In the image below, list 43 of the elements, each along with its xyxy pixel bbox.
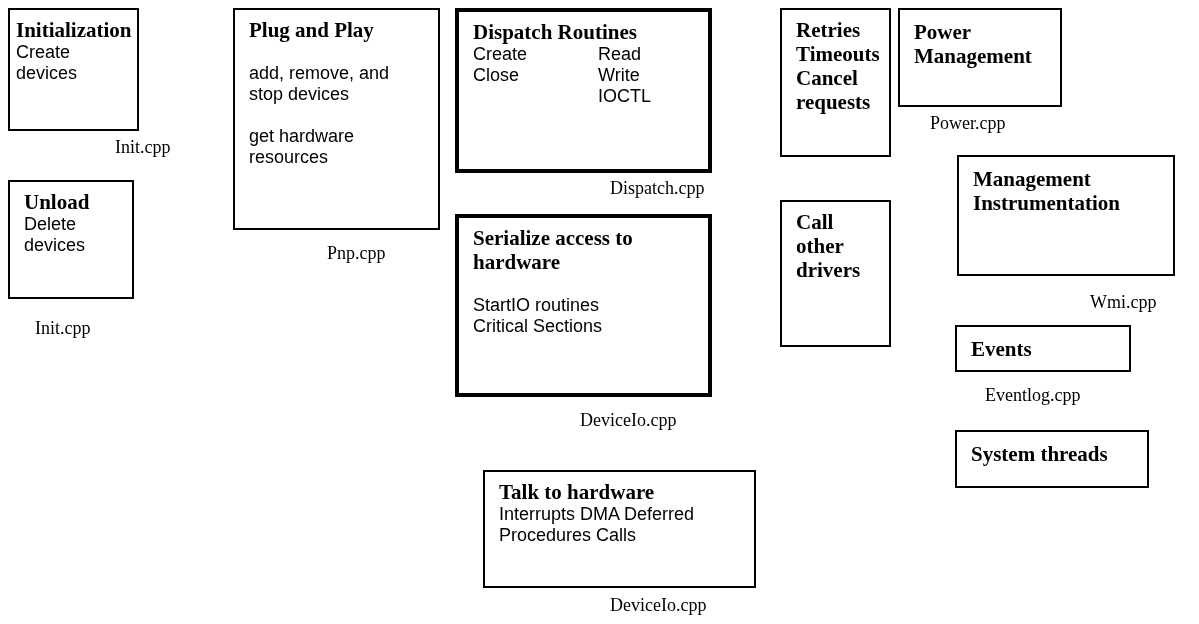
box-heading: Talk to hardware <box>499 480 656 504</box>
text-box <box>455 8 712 173</box>
text-box <box>898 8 1062 107</box>
box-heading: System threads <box>971 442 1109 466</box>
box-heading: Plug and Play <box>249 18 375 42</box>
file-name-label: Pnp.cpp <box>327 243 386 264</box>
text-box <box>233 8 440 230</box>
text-box <box>780 8 891 157</box>
box-text: Write <box>598 65 641 86</box>
file-name-label: Wmi.cpp <box>1090 292 1157 313</box>
file-name-label: Init.cpp <box>35 318 91 339</box>
text-box <box>780 200 891 347</box>
box-text: Create <box>473 44 529 65</box>
box-text: Read <box>598 44 643 65</box>
box-heading: Retries Timeouts Cancel requests <box>796 18 881 114</box>
box-text: Interrupts DMA Deferred Procedures Calls <box>499 504 696 546</box>
file-name-label: DeviceIo.cpp <box>580 410 677 431</box>
text-box <box>957 155 1175 276</box>
box-text: IOCTL <box>598 86 652 107</box>
file-name-label: DeviceIo.cpp <box>610 595 707 616</box>
text-box <box>483 470 756 588</box>
box-text: get hardware resources <box>249 126 356 168</box>
box-text: Close <box>473 65 521 86</box>
text-box <box>955 325 1131 372</box>
text-box <box>955 430 1149 488</box>
text-box <box>8 8 139 131</box>
box-heading: Power Management <box>914 20 1033 68</box>
file-name-label: Eventlog.cpp <box>985 385 1081 406</box>
box-text: add, remove, and stop devices <box>249 63 391 105</box>
box-heading: Unload <box>24 190 91 214</box>
box-text: Create devices <box>16 42 79 84</box>
box-heading: Events <box>971 337 1033 361</box>
file-name-label: Dispatch.cpp <box>610 178 705 199</box>
box-heading: Management Instrumentation <box>973 167 1121 215</box>
box-heading: Serialize access to hardware <box>473 226 634 274</box>
box-heading: Dispatch Routines <box>473 20 638 44</box>
box-text: StartIO routines Critical Sections <box>473 295 604 337</box>
box-heading: Initialization <box>16 18 131 42</box>
text-box <box>8 180 134 299</box>
file-name-label: Power.cpp <box>930 113 1006 134</box>
file-name-label: Init.cpp <box>115 137 171 158</box>
box-text: Delete devices <box>24 214 87 256</box>
text-box <box>455 214 712 397</box>
